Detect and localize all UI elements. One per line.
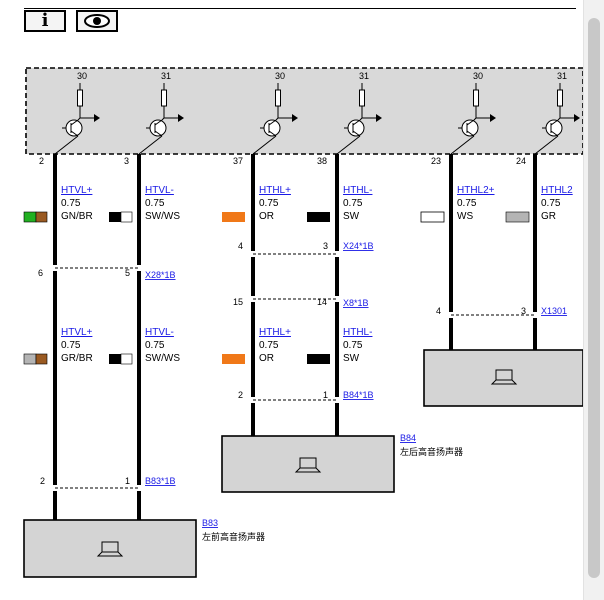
wire-size: 0.75 (61, 198, 81, 209)
wire-size: 0.75 (541, 198, 561, 209)
connector-pin: 6 (38, 268, 43, 278)
top-rule (24, 8, 576, 9)
connector-link-b83[interactable]: B83*1B (145, 476, 176, 486)
wire-name-link[interactable]: HTHL2+ (457, 185, 495, 196)
view-button[interactable] (76, 10, 118, 32)
connector-link-x1301[interactable]: X1301 (541, 306, 567, 316)
wire-size: 0.75 (145, 340, 165, 351)
wire-name-link[interactable]: HTVL- (145, 185, 174, 196)
wire-size: 0.75 (61, 340, 81, 351)
component-desc: 左前高音扬声器 (202, 531, 265, 542)
connector-pin: 1 (323, 390, 328, 400)
transistor-symbol (534, 83, 580, 155)
wire-size: 0.75 (145, 198, 165, 209)
connector-link-x28[interactable]: X28*1B (145, 270, 176, 280)
wire-size: 0.75 (343, 340, 363, 351)
connector-pin: 3 (323, 241, 328, 251)
wire-color: SW/WS (145, 211, 180, 222)
connector-link-x8[interactable]: X8*1B (343, 298, 369, 308)
transistor-symbol (54, 83, 100, 155)
terminal-label: 31 (557, 71, 567, 81)
connector-pin: 15 (233, 297, 243, 307)
pin-number: 2 (39, 156, 44, 166)
speaker-b83-box[interactable] (23, 519, 197, 578)
connector-pin: 3 (521, 306, 526, 316)
speaker-b84-box[interactable] (221, 435, 395, 493)
wire-name-link[interactable]: HTHL+ (259, 327, 291, 338)
terminal-labels: 30 31 30 31 30 31 (77, 71, 567, 81)
transistor-symbol (450, 83, 496, 155)
wire-size: 0.75 (457, 198, 477, 209)
terminal-label: 31 (359, 71, 369, 81)
wire-color: SW/WS (145, 353, 180, 364)
pin-number: 38 (317, 156, 327, 166)
wire-size: 0.75 (343, 198, 363, 209)
wire-name-link[interactable]: HTHL- (343, 327, 372, 338)
wire-name-link[interactable]: HTVL+ (61, 327, 93, 338)
wire-color-swatches (23, 211, 530, 365)
circuit-diagram: 30 31 30 31 30 31 2 3 37 38 23 24 HTVL+ … (23, 67, 583, 578)
connector-link-b84[interactable]: B84*1B (343, 390, 374, 400)
wire-name-link[interactable]: HTVL+ (61, 185, 93, 196)
wire-size: 0.75 (259, 198, 279, 209)
speaker-x1301-box[interactable] (423, 349, 583, 407)
terminal-label: 31 (161, 71, 171, 81)
wire-name-link[interactable]: HTHL- (343, 185, 372, 196)
scrollbar-thumb[interactable] (588, 18, 600, 578)
component-link-b83[interactable]: B83 (202, 518, 218, 528)
connector-pin: 4 (436, 306, 441, 316)
component-labels: B84 左后高音扬声器 B83 左前高音扬声器 (202, 433, 463, 542)
pin-number: 23 (431, 156, 441, 166)
wire-name-link[interactable]: HTHL+ (259, 185, 291, 196)
pin-number: 24 (516, 156, 526, 166)
wire-color: SW (343, 353, 360, 364)
pin-number: 3 (124, 156, 129, 166)
component-link-b84[interactable]: B84 (400, 433, 416, 443)
wire-name-link[interactable]: HTVL- (145, 327, 174, 338)
wire-color: GR/BR (61, 353, 93, 364)
output-stages (54, 83, 580, 155)
terminal-label: 30 (473, 71, 483, 81)
transistor-symbol (252, 83, 298, 155)
wire-color: OR (259, 211, 274, 222)
connector-pin: 14 (317, 297, 327, 307)
connector-pin: 5 (125, 268, 130, 278)
wire-color: SW (343, 211, 360, 222)
connector-pin: 1 (125, 476, 130, 486)
connector-pin: 2 (40, 476, 45, 486)
transistor-symbol (336, 83, 382, 155)
terminal-label: 30 (77, 71, 87, 81)
speaker-icon (96, 369, 518, 557)
wire-color: GN/BR (61, 211, 93, 222)
eye-icon (84, 14, 110, 28)
wire-name-link[interactable]: HTHL2 (541, 185, 573, 196)
ecu-pin-numbers: 2 3 37 38 23 24 (39, 156, 526, 166)
pin-number: 37 (233, 156, 243, 166)
wire-color: WS (457, 211, 473, 222)
info-icon: i (41, 10, 49, 31)
connector-breaks (52, 251, 538, 491)
connector-pin: 4 (238, 241, 243, 251)
wire-size: 0.75 (259, 340, 279, 351)
control-unit-box (25, 67, 583, 155)
terminal-label: 30 (275, 71, 285, 81)
connector-link-x24[interactable]: X24*1B (343, 241, 374, 251)
component-desc: 左后高音扬声器 (400, 446, 463, 457)
vertical-scrollbar[interactable] (583, 0, 604, 600)
wire-color: GR (541, 211, 556, 222)
connector-labels: 6 5 X28*1B 4 3 X24*1B 15 14 X8*1B 4 3 X1… (38, 241, 567, 486)
lower-wire-labels: HTVL+ 0.75 GR/BR HTVL- 0.75 SW/WS HTHL+ … (61, 327, 372, 364)
wire-color: OR (259, 353, 274, 364)
connector-pin: 2 (238, 390, 243, 400)
upper-wire-labels: HTVL+ 0.75 GN/BR HTVL- 0.75 SW/WS HTHL+ … (61, 185, 573, 222)
info-button[interactable]: i (24, 10, 66, 32)
transistor-symbol (138, 83, 184, 155)
